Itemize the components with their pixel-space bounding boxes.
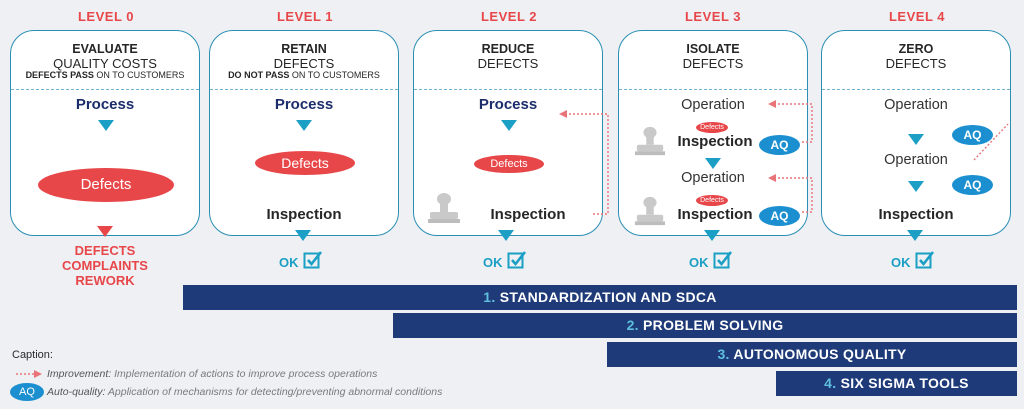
ok-label: OK <box>689 255 709 270</box>
stamp-icon <box>428 193 460 223</box>
bar-autonomous-quality: 3. AUTONOMOUS QUALITY <box>607 342 1017 367</box>
ok-label: OK <box>483 255 503 270</box>
level-0-card: EVALUATE QUALITY COSTS DEFECTS PASS ON T… <box>10 30 200 236</box>
checkbox-check-icon <box>915 251 935 269</box>
level-3-title: ISOLATE <box>686 42 740 56</box>
ok-label: OK <box>891 255 911 270</box>
level-0-outcome: DEFECTS COMPLAINTS REWORK <box>62 243 148 288</box>
defects-ellipse: Defects <box>255 151 355 175</box>
inspection-label: Inspection <box>677 206 753 223</box>
operation-label: Operation <box>681 170 745 186</box>
aq-badge: AQ <box>759 135 800 155</box>
level-4-card: ZERO DEFECTS Operation AQ Operation AQ I… <box>821 30 1011 236</box>
defects-badge: Defects <box>696 195 728 206</box>
level-0-label: LEVEL 0 <box>77 9 134 24</box>
defects-badge: Defects <box>696 122 728 133</box>
level-3-subtitle: DEFECTS <box>682 56 744 71</box>
level-2-subtitle: DEFECTS <box>477 56 539 71</box>
bar-six-sigma: 4. SIX SIGMA TOOLS <box>776 371 1017 396</box>
down-arrow-icon <box>98 120 114 131</box>
down-arrow-icon <box>295 230 311 241</box>
aq-badge: AQ <box>759 206 800 226</box>
inspection-label: Inspection <box>878 206 954 223</box>
bar-standardization: 1. STANDARDIZATION AND SDCA <box>183 285 1017 310</box>
inspection-label: Inspection <box>266 206 342 223</box>
ok-label: OK <box>279 255 299 270</box>
down-arrow-icon <box>498 230 514 241</box>
level-3-card: ISOLATE DEFECTS Operation Defects Inspec… <box>618 30 808 236</box>
level-1-title: RETAIN <box>281 42 327 56</box>
level-4-label: LEVEL 4 <box>888 9 945 24</box>
process-label: Process <box>274 96 334 113</box>
level-2-title: REDUCE <box>481 42 535 56</box>
inspection-label: Inspection <box>490 206 566 223</box>
card-divider <box>210 89 398 90</box>
checkbox-check-icon <box>713 251 733 269</box>
level-0-note: DEFECTS PASS ON TO CUSTOMERS <box>25 70 185 80</box>
improvement-arrow-icon <box>768 100 813 213</box>
level-1-card: RETAIN DEFECTS DO NOT PASS ON TO CUSTOME… <box>209 30 399 236</box>
level-1-subtitle: DEFECTS <box>273 56 335 71</box>
level-4-title: ZERO <box>898 42 934 56</box>
card-divider <box>822 89 1010 90</box>
aq-legend: Auto-quality: Application of mechanisms … <box>47 386 443 398</box>
caption-title: Caption: <box>12 349 53 361</box>
card-divider <box>619 89 807 90</box>
down-arrow-icon <box>907 230 923 241</box>
aq-badge: AQ <box>952 125 993 145</box>
level-0-subtitle: QUALITY COSTS <box>53 56 157 71</box>
aq-legend-badge: AQ <box>10 383 44 401</box>
inspection-label: Inspection <box>677 133 753 150</box>
checkbox-check-icon <box>303 251 323 269</box>
aq-badge: AQ <box>952 175 993 195</box>
red-down-arrow-icon <box>97 226 113 237</box>
level-1-note: DO NOT PASS ON TO CUSTOMERS <box>228 70 380 80</box>
bar-problem-solving: 2. PROBLEM SOLVING <box>393 313 1017 338</box>
process-label: Process <box>478 96 538 113</box>
level-4-subtitle: DEFECTS <box>885 56 947 71</box>
defects-ellipse: Defects <box>38 168 174 202</box>
level-2-label: LEVEL 2 <box>480 9 537 24</box>
process-label: Process <box>75 96 135 113</box>
down-arrow-icon <box>908 134 924 145</box>
card-divider <box>414 89 602 90</box>
defects-ellipse: Defects <box>474 155 544 173</box>
level-1-label: LEVEL 1 <box>276 9 333 24</box>
improvement-arrow-icon <box>973 123 1009 161</box>
operation-label: Operation <box>681 97 745 113</box>
down-arrow-icon <box>704 230 720 241</box>
stamp-icon <box>634 126 666 156</box>
operation-label: Operation <box>884 97 948 113</box>
operation-label: Operation <box>884 152 948 168</box>
checkbox-check-icon <box>507 251 527 269</box>
level-0-title: EVALUATE <box>72 42 138 56</box>
card-divider <box>11 89 199 90</box>
stamp-icon <box>634 196 666 226</box>
down-arrow-icon <box>296 120 312 131</box>
improvement-arrow-icon <box>559 110 609 215</box>
improvement-legend-icon <box>16 370 42 378</box>
down-arrow-icon <box>501 120 517 131</box>
down-arrow-icon <box>908 181 924 192</box>
down-arrow-icon <box>705 158 721 169</box>
level-3-label: LEVEL 3 <box>684 9 741 24</box>
improvement-legend: Improvement: Implementation of actions t… <box>47 368 378 380</box>
